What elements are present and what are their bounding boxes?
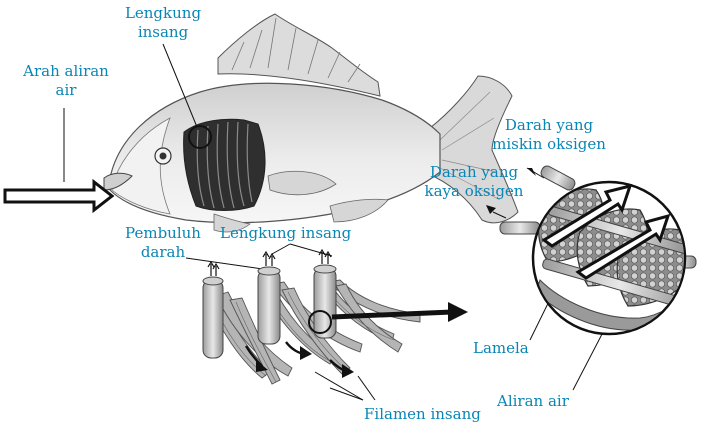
- label-blood-vessel: Pembuluh darah: [125, 224, 201, 261]
- label-gill-arch-top: Lengkung insang: [124, 4, 202, 41]
- label-deoxygenated-blood: Darah yang miskin oksigen: [492, 116, 606, 153]
- label-lamella: Lamela: [473, 339, 529, 357]
- label-gill-arch-mid: Lengkung insang: [220, 224, 352, 242]
- fish-mouth: [103, 172, 133, 191]
- gill-region: [183, 118, 266, 211]
- tail-fin: [427, 75, 519, 224]
- gill-arch-marker-circle: [188, 125, 212, 149]
- dorsal-fin: [217, 13, 381, 97]
- label-water-flow-direction: Arah aliran air: [23, 62, 109, 99]
- fish: [103, 13, 519, 233]
- label-water-flow: Aliran air: [497, 392, 569, 410]
- water-flow-arrow: [3, 178, 115, 214]
- label-oxygenated-blood: Darah yang kaya oksigen: [424, 163, 524, 200]
- label-gill-filament: Filamen insang: [364, 405, 481, 423]
- lamella-cross-section: [499, 165, 697, 336]
- pectoral-fin: [267, 171, 337, 196]
- filament-zoom-circle: [308, 310, 332, 334]
- gill-arch-detail: [202, 248, 468, 385]
